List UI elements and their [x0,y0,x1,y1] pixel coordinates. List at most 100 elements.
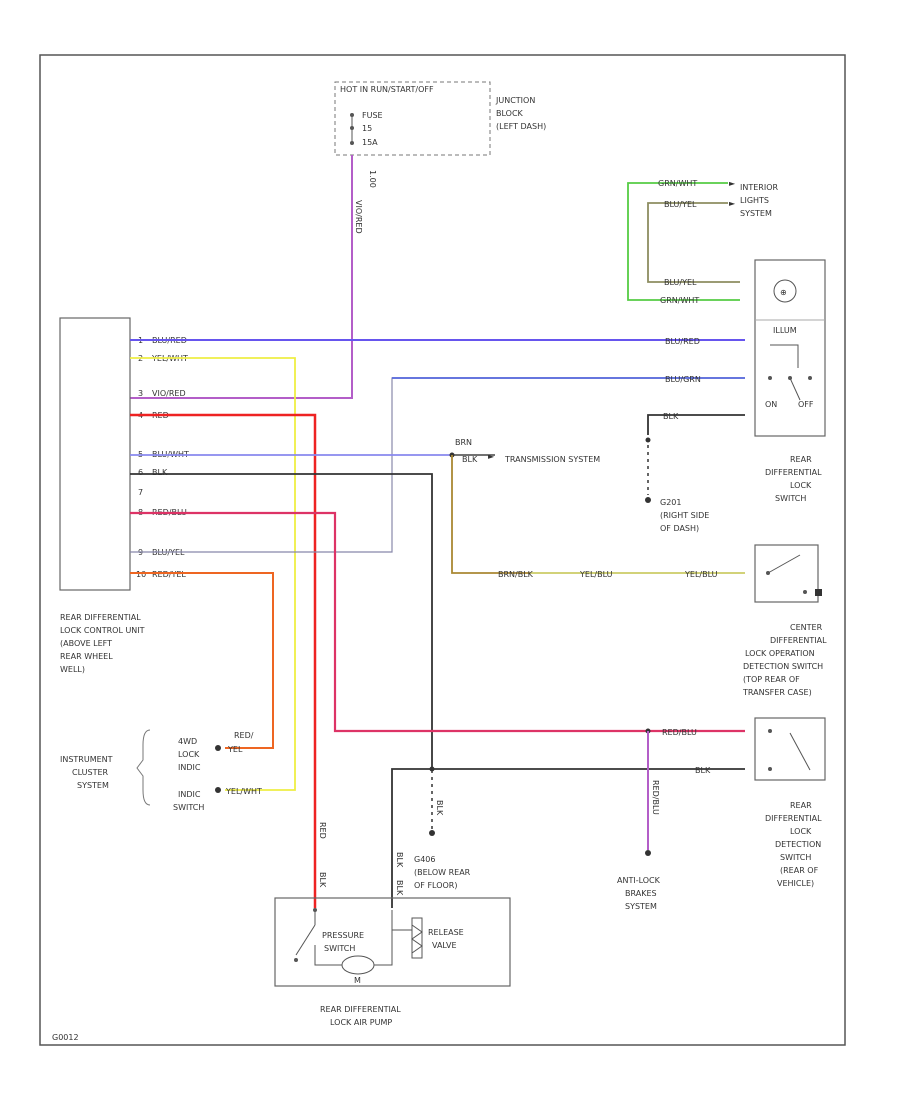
cluster-ind-2: LOCK [178,750,200,759]
switch-name-1: REAR [790,455,812,464]
switch-illum-label: ILLUM [773,326,797,335]
air-pump-name-2: LOCK AIR PUMP [330,1018,392,1027]
switch-on-label: ON [765,400,777,409]
cluster-wire-1b: YEL [227,745,243,754]
junction-block-name-1: JUNCTION [495,96,535,105]
center-name-5: (TOP REAR OF [743,675,800,684]
wire-red-label: RED [318,822,327,839]
fuse-label: FUSE [362,111,383,120]
pin-6-num: 6 [138,468,143,477]
pressure-switch-2: SWITCH [324,944,355,953]
center-wire-a: BRN/BLK [498,570,534,579]
interior-lights-name-2: LIGHTS [740,196,769,205]
ground-g201-wire: BLK [663,412,679,421]
ground-g201-name-2: (RIGHT SIDE [660,511,709,520]
control-unit-name-1: REAR DIFFERENTIAL [60,613,141,622]
wire-red: RED [130,413,327,908]
switch-name-2: DIFFERENTIAL [765,468,822,477]
junction-block-header: HOT IN RUN/START/OFF [340,85,434,94]
detection-name-4: DETECTION [775,840,821,849]
center-wire-b: YEL/BLU [579,570,613,579]
wire-blu-red: BLU/RED [130,337,745,346]
wire-red-yel [130,572,274,749]
wire-blk-unit [130,473,433,770]
wire-vio-red-size: 1.00 [368,170,377,188]
ground-g201-name-1: G201 [660,498,681,507]
pin-10-label: RED/YEL [152,570,186,579]
anti-lock-brakes: RED/BLU ANTI-LOCK BRAKES SYSTEM [617,728,661,911]
interior-lights: GRN/WHT BLU/YEL BLU/YEL GRN/WHT ► ► INTE… [627,179,779,305]
cluster-name-1: INSTRUMENT [60,755,113,764]
wire-red-blu: RED/BLU [130,511,745,737]
rear-diff-lock-switch: ⊕ ILLUM ON OFF REAR DIFFERENTIAL LOCK SW… [754,259,826,503]
wire-yel-wht [130,357,296,791]
control-unit-name-4: REAR WHEEL [60,652,113,661]
wire-blu-red-label: BLU/RED [665,337,700,346]
junction-block: HOT IN RUN/START/OFF FUSE 15 15A JUNCTIO… [334,81,546,156]
arrow-right-icon: ► [729,199,736,208]
interior-wire-1: GRN/WHT [658,179,697,188]
figure-code: G0012 [52,1033,79,1042]
cluster-name-3: SYSTEM [77,781,109,790]
pin-7-num: 7 [138,488,143,497]
bulb-icon-glyph: ⊕ [780,288,787,297]
ground-g406-wire: BLK [435,800,444,816]
motor-label: M [354,976,361,985]
transmission-name: TRANSMISSION SYSTEM [504,455,600,464]
instrument-cluster: INSTRUMENT CLUSTER SYSTEM 4WD LOCK INDIC… [60,729,262,812]
ground-g406: BLK G406 (BELOW REAR OF FLOOR) [414,766,471,890]
control-unit-name-5: WELL) [60,665,85,674]
fuse-number: 15 [362,124,372,133]
pump-wire-blk2: BLK [395,880,404,896]
cluster-wire-1a: RED/ [234,731,254,740]
wire-blk-pump: BLK BLK BLK [318,768,432,908]
cluster-sw-1: INDIC [178,790,201,799]
pin-3-num: 3 [138,389,143,398]
center-name-4: DETECTION SWITCH [743,662,823,671]
transmission-system: ► BRN BLK TRANSMISSION SYSTEM [449,438,600,574]
switch-off-label: OFF [798,400,814,409]
pump-wire-blk1: BLK [395,852,404,868]
pin-6-label: BLK [152,468,168,477]
wire-red-blu-label: RED/BLU [662,728,697,737]
rear-detection-switch: BLK REAR DIFFERENTIAL LOCK DETECTION SWI… [432,717,826,888]
motor-icon [341,955,375,975]
center-name-1: CENTER [790,623,823,632]
detection-name-7: VEHICLE) [777,879,814,888]
detection-wire-blk: BLK [695,766,711,775]
ground-g406-name-2: (BELOW REAR [414,868,471,877]
cluster-wire-2: YEL/WHT [225,787,262,796]
detection-name-6: (REAR OF [780,866,819,875]
ground-g201-name-3: OF DASH) [660,524,699,533]
center-wire-c: YEL/BLU [684,570,718,579]
anti-lock-name-2: BRAKES [625,889,657,898]
cluster-ind-1: 4WD [178,737,197,746]
transmission-wire: BLK [462,455,478,464]
release-valve-1: RELEASE [428,928,464,937]
interior-wire-3: BLU/YEL [664,278,697,287]
air-pump: PRESSURE SWITCH RELEASE VALVE M REAR DIF… [274,897,511,1027]
cluster-name-2: CLUSTER [72,768,109,777]
center-name-6: TRANSFER CASE) [742,688,812,697]
arrow-right-icon: ► [729,179,736,188]
pin-3-label: VIO/RED [152,389,186,398]
center-name-2: DIFFERENTIAL [770,636,827,645]
ground-g406-name-1: G406 [414,855,435,864]
arrow-right-icon: ► [488,452,495,461]
air-pump-name-1: REAR DIFFERENTIAL [320,1005,401,1014]
pump-wire-blk3: BLK [318,872,327,888]
cluster-sw-2: SWITCH [173,803,204,812]
anti-lock-wire: RED/BLU [651,780,660,815]
transmission-splice: BRN [455,438,472,447]
interior-lights-name-1: INTERIOR [740,183,779,192]
control-unit: 1 BLU/RED 2 YEL/WHT 3 VIO/RED 4 RED 5 BL… [59,317,189,674]
pin-10-num: 10 [136,570,146,579]
wire-vio-red: 1.00 VIO/RED [130,155,377,399]
wire-blu-grn-label: BLU/GRN [665,375,701,384]
release-valve-2: VALVE [432,941,457,950]
interior-wire-4: GRN/WHT [660,296,699,305]
pressure-switch-1: PRESSURE [322,931,364,940]
junction-block-name-3: (LEFT DASH) [496,122,546,131]
detection-name-3: LOCK [790,827,812,836]
